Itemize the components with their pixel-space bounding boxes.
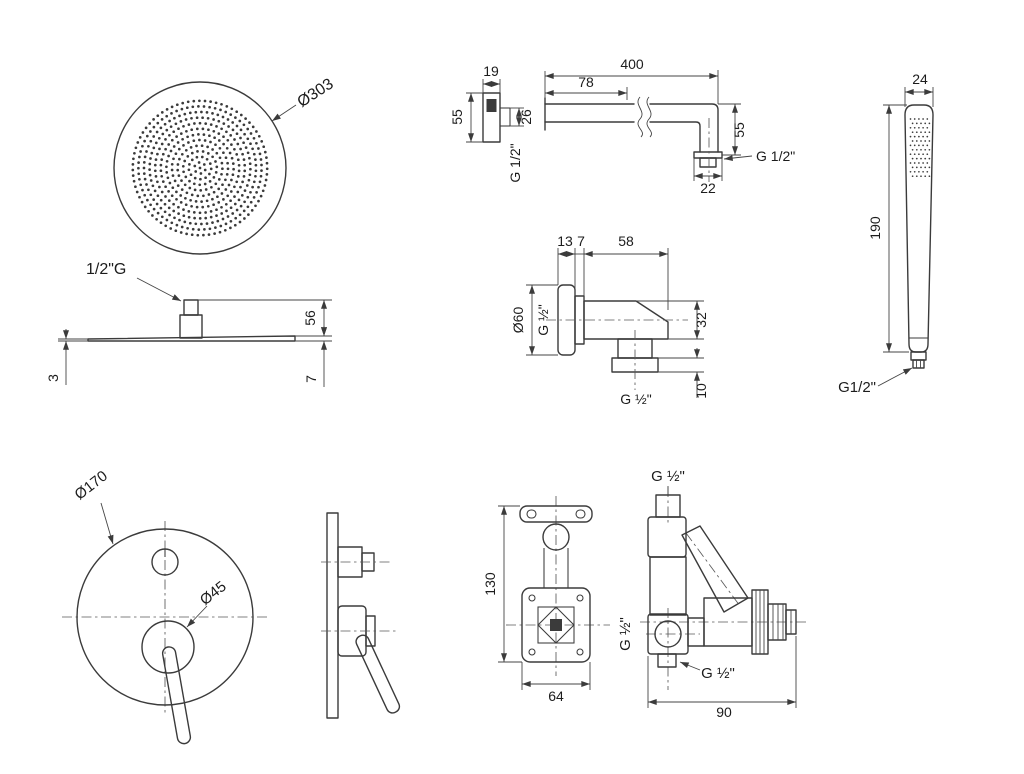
- showerhead-outline: [113, 81, 287, 255]
- trim-side-plate: [326, 512, 339, 719]
- arm-flange-dims: 19 55 26 G 1/2": [449, 63, 534, 183]
- valve-thread-left-label: G ½": [617, 617, 634, 651]
- trim-side-diverter-knob: [321, 546, 392, 578]
- arm-pipe-dia-label: 26: [518, 109, 534, 125]
- head-diameter-label: Ø303: [295, 75, 337, 111]
- valve-front-view: 130 64: [482, 496, 610, 704]
- showerhead-diameter-dim: Ø303: [271, 75, 337, 122]
- elbow-left-dims: Ø60 G ½": [510, 284, 558, 356]
- arm-length-label: 400: [620, 56, 644, 72]
- spray-nozzle-pattern: [131, 99, 269, 237]
- arm-thread-in-label: G 1/2": [507, 143, 523, 182]
- arm-inset-label: 78: [578, 74, 594, 90]
- trim-side-lever-handle: [321, 605, 401, 714]
- head-thread-label: 1/2"G: [86, 261, 126, 278]
- elbow-thread-in-label: G ½": [535, 304, 551, 335]
- handshower-length-label: 190: [867, 216, 883, 240]
- trim-plate-front-view: Ø170 Ø45: [62, 467, 268, 745]
- trim-knob-dia-label: Ø45: [197, 578, 230, 609]
- thread-callout: 1/2"G: [86, 261, 182, 302]
- elbow-right-dims: 32 10: [636, 300, 709, 399]
- head-edge-right-label: 7: [303, 375, 319, 383]
- arm-body-outline: [544, 96, 723, 182]
- trim-plate-side-view: [321, 512, 401, 719]
- showerhead-side-view: 1/2"G 56 7 3: [45, 261, 332, 387]
- elbow-top-dims: 13 7 58: [557, 233, 669, 310]
- elbow-depth-label: 58: [618, 233, 634, 249]
- arm-nozzle-label: 22: [700, 180, 716, 196]
- valve-thread-top-label: G ½": [651, 468, 685, 485]
- arm-thread-out-label: G 1/2": [756, 148, 795, 164]
- trim-outline: [76, 528, 254, 745]
- arm-length-dims: 400 78 55 22 G 1/2": [544, 56, 795, 196]
- handshower-width-dim: 24: [904, 71, 934, 107]
- head-height-label: 56: [302, 310, 318, 326]
- arm-flange-width-label: 19: [483, 63, 499, 79]
- elbow-flange-thk-label: 13: [557, 233, 573, 249]
- elbow-outline: [546, 284, 688, 390]
- showerhead-top-view: Ø303: [113, 75, 337, 255]
- valve-side-thread-callouts: G ½" G ½" G ½": [617, 468, 735, 682]
- valve-side-outline: [647, 494, 797, 668]
- trim-plate-dia-callout: Ø170: [72, 467, 114, 545]
- trim-plate-dia-label: Ø170: [72, 467, 111, 503]
- handshower-spray-pattern: [909, 118, 931, 178]
- handshower-thread-callout: G1/2": [838, 367, 913, 396]
- handshower-width-label: 24: [912, 71, 928, 87]
- elbow-lip-label: 10: [693, 383, 709, 399]
- dimension-lines: 56 7 3: [45, 299, 332, 387]
- elbow-gap-label: 7: [577, 233, 585, 249]
- arm-flange-outline: [482, 92, 511, 143]
- handshower-view: 24 190 G1/2": [838, 71, 934, 396]
- handshower-thread-label: G1/2": [838, 379, 876, 396]
- wall-elbow-view: 13 7 58 Ø60 G ½" 32 10 G ½": [510, 233, 709, 407]
- trim-knob-dia-callout: Ø45: [186, 578, 230, 628]
- elbow-thread-out-label: G ½": [620, 391, 651, 407]
- handshower-length-dim: 190: [867, 104, 909, 353]
- valve-side-width-dim: 90: [647, 636, 797, 720]
- valve-front-outline: [519, 505, 593, 663]
- arm-drop-label: 55: [731, 122, 747, 138]
- elbow-body-height-label: 32: [693, 312, 709, 328]
- valve-height-label: 130: [482, 572, 498, 596]
- trim-centerlines: [62, 521, 268, 716]
- head-edge-left-label: 3: [45, 374, 61, 382]
- handshower-outline: [904, 104, 934, 369]
- valve-side-width-label: 90: [716, 704, 732, 720]
- elbow-flange-dia-label: Ø60: [510, 307, 526, 334]
- valve-width-label: 64: [548, 688, 564, 704]
- arm-flange-height-label: 55: [449, 109, 465, 125]
- valve-side-view: G ½" G ½" G ½" 90: [617, 468, 806, 720]
- shower-arm-view: 19 55 26 G 1/2" 400: [449, 56, 795, 196]
- valve-thread-bottom-label: G ½": [701, 665, 735, 682]
- plate-outline: [87, 299, 296, 342]
- valve-front-dims: 130 64: [482, 505, 591, 704]
- valve-front-centerlines: [506, 496, 610, 676]
